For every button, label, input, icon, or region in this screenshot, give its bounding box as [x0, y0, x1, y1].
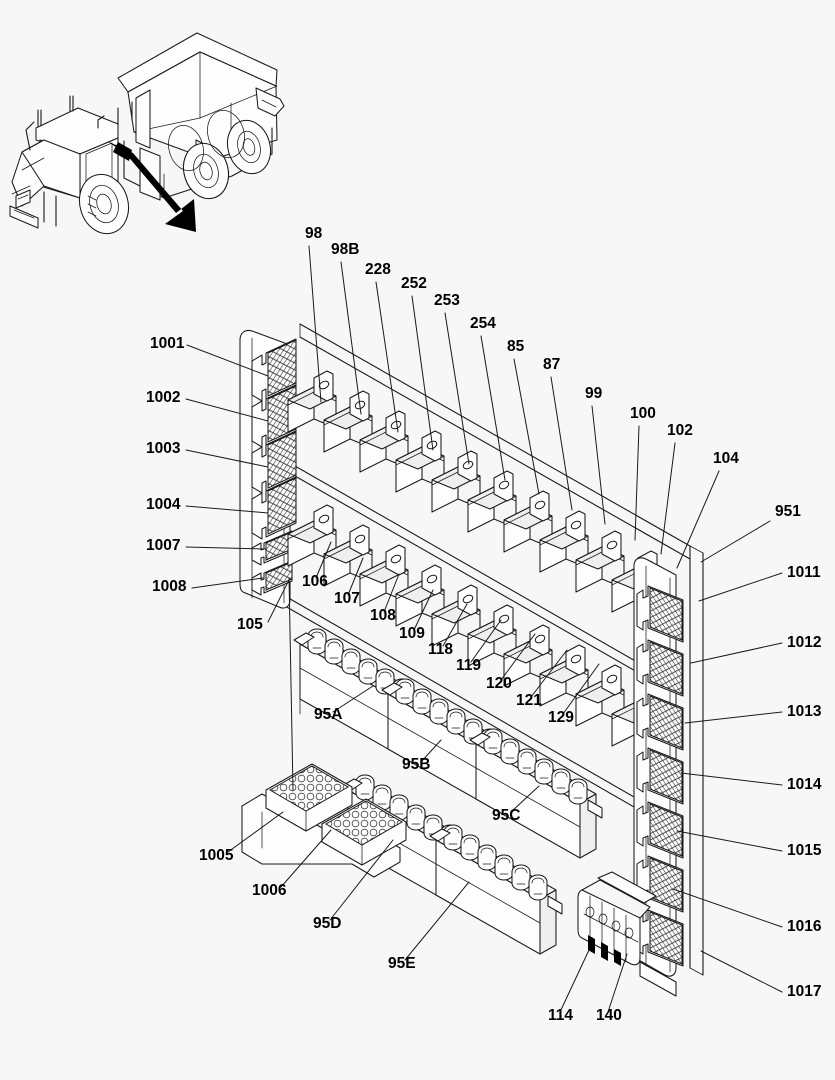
- callout-87: 87: [543, 356, 560, 373]
- callout-114: 114: [548, 1007, 573, 1024]
- machine-locator-inset: [9, 32, 285, 235]
- callout-100: 100: [630, 405, 656, 422]
- callout-120: 120: [486, 675, 512, 692]
- callout-1005: 1005: [199, 847, 234, 864]
- callout-1006: 1006: [252, 882, 287, 899]
- callout-1011: 1011: [787, 564, 821, 581]
- callout-105: 105: [237, 616, 263, 633]
- callout-118: 118: [428, 641, 453, 658]
- left-connector-strip: [239, 330, 297, 609]
- callout-1017: 1017: [787, 983, 821, 1000]
- terminal-block-114-140: [577, 871, 657, 966]
- leader-lines: [185, 245, 783, 1013]
- callout-95D: 95D: [313, 915, 341, 932]
- panel-backplate: [284, 323, 704, 997]
- callout-252: 252: [401, 275, 427, 292]
- callout-1014: 1014: [787, 776, 822, 793]
- callout-95E: 95E: [388, 955, 416, 972]
- callout-1001: 1001: [150, 335, 185, 352]
- callout-1004: 1004: [146, 496, 181, 513]
- ground-stud-block: [241, 763, 407, 878]
- callout-95B: 95B: [402, 756, 430, 773]
- callout-129: 129: [548, 709, 574, 726]
- fuse-block-95C: [469, 728, 603, 859]
- callout-140: 140: [596, 1007, 622, 1024]
- callout-228: 228: [365, 261, 391, 278]
- callout-labels: 1001 1002 1003 1004 1007 1008 98 98B 228 252 253 25…: [146, 225, 822, 1024]
- callout-107: 107: [334, 590, 360, 607]
- callout-119: 119: [456, 657, 481, 674]
- callout-108: 108: [370, 607, 396, 624]
- callout-1013: 1013: [787, 703, 822, 720]
- callout-253: 253: [434, 292, 460, 309]
- callout-121: 121: [516, 692, 542, 709]
- callout-1007: 1007: [146, 537, 180, 554]
- callout-1012: 1012: [787, 634, 821, 651]
- callout-102: 102: [667, 422, 693, 439]
- callout-254: 254: [470, 315, 496, 332]
- callout-1015: 1015: [787, 842, 822, 859]
- callout-99: 99: [585, 385, 603, 402]
- callout-1002: 1002: [146, 389, 180, 406]
- fuse-block-95E: [429, 824, 563, 955]
- callout-1003: 1003: [146, 440, 181, 457]
- callout-95C: 95C: [492, 807, 520, 824]
- callout-104: 104: [713, 450, 739, 467]
- callout-98B: 98B: [331, 241, 359, 258]
- callout-106: 106: [302, 573, 328, 590]
- callout-98: 98: [305, 225, 323, 242]
- callout-951: 951: [775, 503, 801, 520]
- callout-1008: 1008: [152, 578, 187, 595]
- callout-1016: 1016: [787, 918, 822, 935]
- callout-95A: 95A: [314, 706, 342, 723]
- callout-85: 85: [507, 338, 525, 355]
- callout-109: 109: [399, 625, 425, 642]
